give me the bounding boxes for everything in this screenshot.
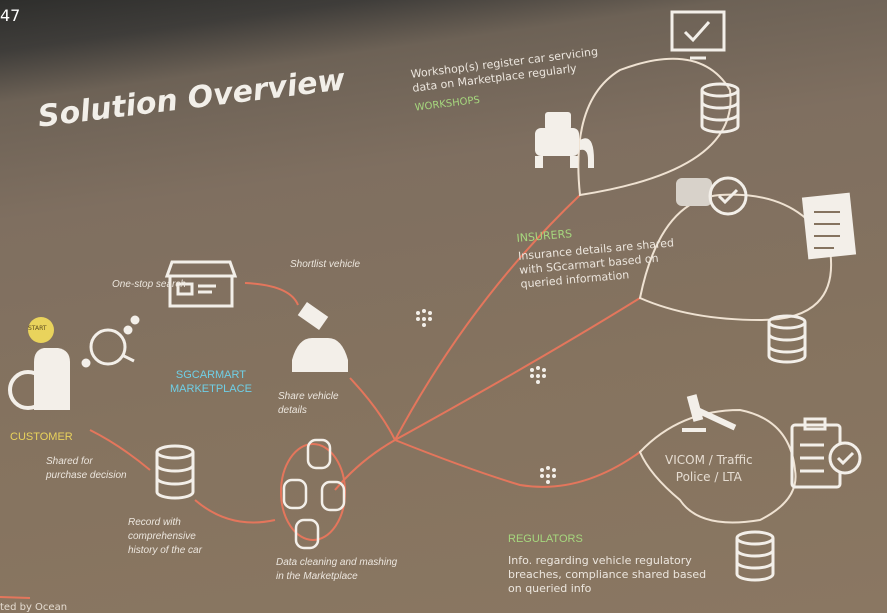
database-cluster-icon (282, 438, 346, 550)
timestamp: 47 (0, 6, 21, 25)
customer-icon (8, 317, 70, 410)
record-line2: comprehensive (128, 531, 196, 542)
dot-cluster-icon (416, 309, 432, 327)
shortlist-label: Shortlist vehicle (290, 259, 361, 270)
record-line3: history of the car (128, 545, 202, 556)
magnifier-car-icon (81, 315, 140, 368)
car-check-icon (676, 176, 748, 216)
monitor-check-icon (670, 10, 726, 60)
regulators-desc-3: on queried info (508, 582, 592, 595)
gavel-icon (682, 394, 737, 432)
share-details-line1: Share vehicle (278, 391, 339, 402)
regulators-desc-2: breaches, compliance shared based (508, 568, 707, 581)
dot-cluster-icon (540, 466, 556, 484)
regulators-loop-2: Police / LTA (675, 470, 742, 484)
one-stop-search-label: One-stop search (112, 279, 186, 290)
start-badge: START (28, 325, 47, 332)
marketplace-label-1: SGCARMART (175, 369, 246, 381)
regulators-label: REGULATORS (508, 533, 583, 545)
car-repair-icon (535, 112, 594, 168)
data-cleaning-line1: Data cleaning and mashing (276, 557, 398, 568)
storefront-icon (164, 260, 238, 308)
shared-line2: purchase decision (46, 470, 127, 481)
database-icon (700, 82, 740, 134)
checklist-icon (801, 192, 857, 260)
database-icon (155, 444, 195, 500)
database-icon (767, 314, 807, 364)
clipboard-check-icon (790, 417, 862, 489)
data-cleaning-line2: in the Marketplace (276, 571, 358, 582)
dot-clusters (416, 309, 556, 484)
dot-cluster-icon (530, 366, 546, 384)
marketplace-label-2: MARKETPLACE (170, 383, 252, 395)
database-icon (735, 530, 775, 582)
customer-label: CUSTOMER (10, 431, 73, 443)
regulators-loop-1: VICOM / Traffic (665, 453, 753, 467)
record-line1: Record with (128, 517, 181, 528)
footer-fragment: ted by Ocean (0, 602, 68, 613)
regulators-desc-1: Info. regarding vehicle regulatory (508, 554, 692, 567)
share-details-line2: details (278, 405, 307, 416)
price-tag-car-icon (292, 301, 348, 372)
shared-line1: Shared for (46, 456, 93, 467)
